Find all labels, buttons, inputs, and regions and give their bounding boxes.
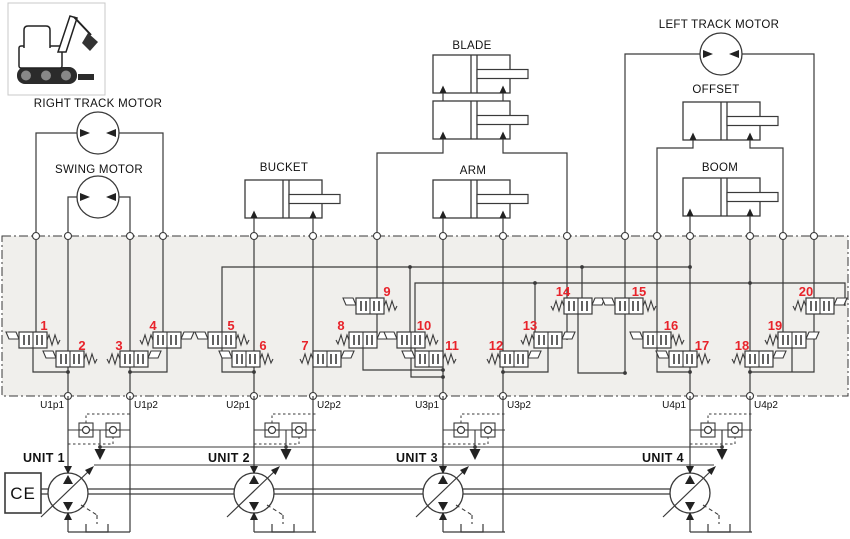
ce-label: CE	[10, 484, 36, 503]
valve-number-20: 20	[799, 284, 813, 299]
valve-number-12: 12	[489, 338, 503, 353]
valve-number-13: 13	[523, 318, 537, 333]
valve-number-17: 17	[695, 338, 709, 353]
offset-label: OFFSET	[692, 84, 739, 96]
bucket-label: BUCKET	[260, 162, 308, 174]
excavator-image	[7, 2, 106, 96]
left-track-motor-label: LEFT TRACK MOTOR	[659, 19, 779, 31]
valve-number-18: 18	[735, 338, 749, 353]
valve-number-4: 4	[149, 318, 157, 333]
valve-number-1: 1	[40, 318, 47, 333]
valve-number-16: 16	[664, 318, 678, 333]
bucket-cylinder	[244, 179, 341, 219]
valve-number-6: 6	[259, 338, 266, 353]
unit-2-label: UNIT 2	[208, 451, 250, 465]
valve-number-3: 3	[115, 338, 122, 353]
valve-number-11: 11	[445, 338, 459, 353]
offset-cylinder	[682, 101, 779, 141]
arm-label: ARM	[460, 165, 486, 177]
pump-shaft	[41, 488, 690, 495]
right-track-motor-symbol	[76, 111, 120, 155]
port-label-u1p1: U1p1	[40, 400, 64, 411]
port-label-u4p2: U4p2	[754, 400, 778, 411]
unit-1-label: UNIT 1	[23, 451, 65, 465]
manifold-top-ports	[31, 231, 819, 241]
unit-return-lines	[129, 396, 751, 532]
junction-dots	[66, 265, 752, 379]
unit-3-label: UNIT 3	[396, 451, 438, 465]
port-label-u2p2: U2p2	[317, 400, 341, 411]
ce-controller-box: CE	[4, 472, 42, 514]
valve-number-2: 2	[78, 338, 85, 353]
cross-unit-junctions	[98, 445, 724, 449]
port-label-u2p1: U2p1	[226, 400, 250, 411]
valve-number-8: 8	[337, 318, 344, 333]
valve-number-19: 19	[768, 318, 782, 333]
blade-label: BLADE	[452, 40, 491, 52]
left-track-motor-symbol	[699, 32, 743, 76]
valve-manifold-band	[1, 235, 849, 397]
port-label-u3p2: U3p2	[507, 400, 531, 411]
boom-cylinder	[682, 177, 779, 217]
swing-motor-symbol	[76, 175, 120, 219]
valve-number-labels: 1 2 3 4 5 6 7 8 9 10 11 12 13 14 15 16 1…	[40, 284, 813, 353]
port-label-u4p1: U4p1	[662, 400, 686, 411]
valve-number-5: 5	[227, 318, 234, 333]
blade-cylinder-1	[432, 54, 529, 94]
port-label-u3p1: U3p1	[415, 400, 439, 411]
boom-label: BOOM	[702, 162, 738, 174]
port-label-u1p2: U1p2	[134, 400, 158, 411]
valve-number-14: 14	[556, 284, 571, 299]
valve-number-15: 15	[632, 284, 646, 299]
arm-cylinder	[432, 179, 529, 219]
swing-motor-label: SWING MOTOR	[55, 164, 143, 176]
valve-number-10: 10	[417, 318, 431, 333]
blade-cylinder-2	[432, 100, 529, 140]
unit-4-label: UNIT 4	[642, 451, 684, 465]
circuit-lines	[32, 53, 846, 396]
valve-number-9: 9	[383, 284, 390, 299]
right-track-motor-label: RIGHT TRACK MOTOR	[34, 98, 162, 110]
valve-number-7: 7	[301, 338, 308, 353]
